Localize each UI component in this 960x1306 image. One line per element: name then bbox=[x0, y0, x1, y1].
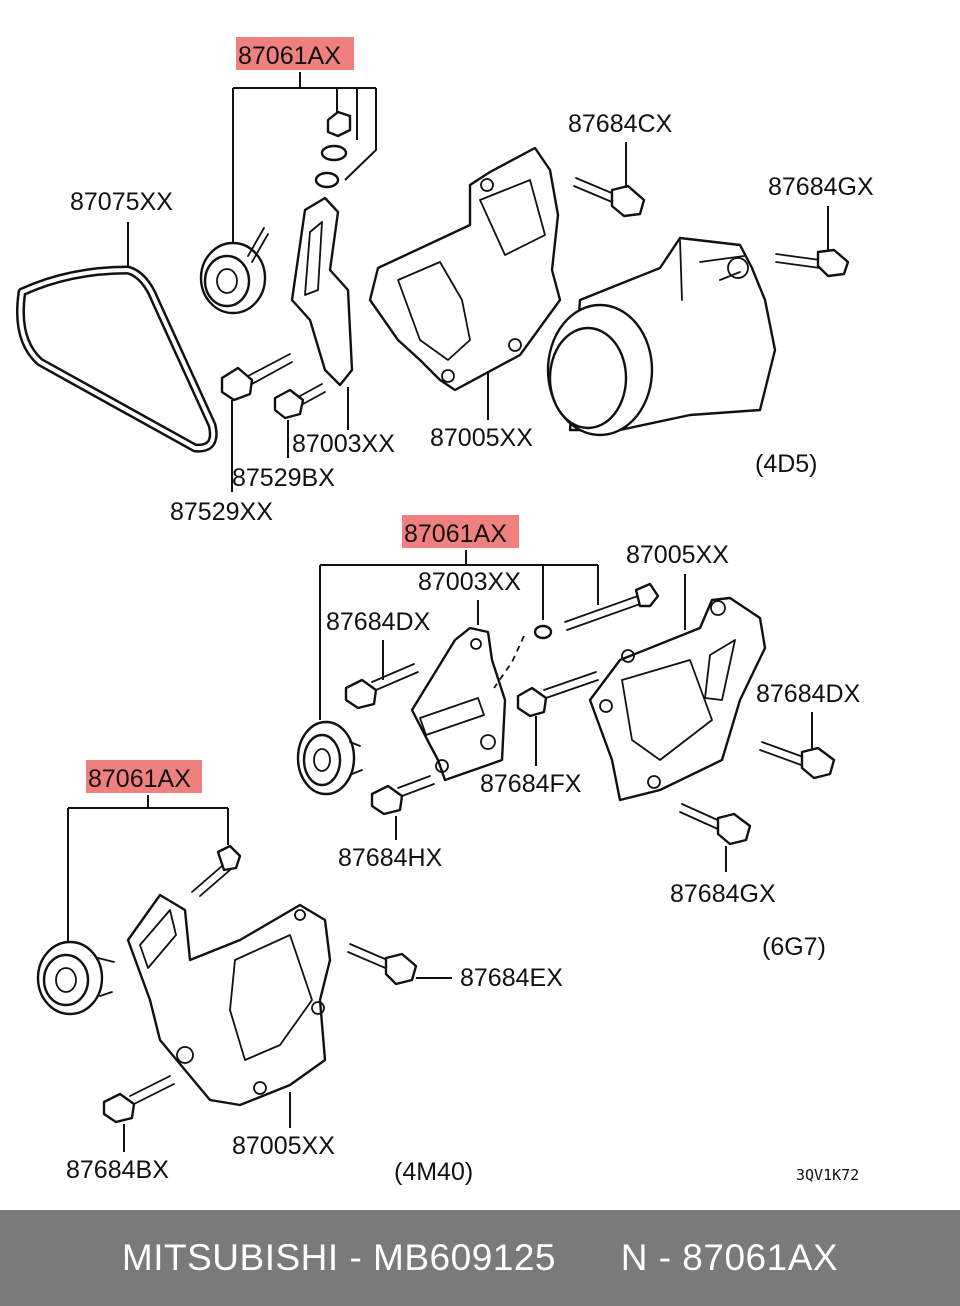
bolt-87684bx bbox=[102, 1075, 175, 1124]
bolt-bottom-label-6g7[interactable]: 87684GX bbox=[670, 880, 776, 908]
bolt-mid-label-6g7[interactable]: 87684FX bbox=[480, 770, 582, 798]
bolt-top-label-4d5[interactable]: 87684CX bbox=[568, 110, 673, 138]
section-4m40: 87061AX 87684EX bbox=[36, 760, 563, 1186]
section-code-4d5: (4D5) bbox=[755, 450, 818, 478]
footer-caption: MITSUBISHI - MB609125 N - 87061AX bbox=[122, 1237, 838, 1279]
arm-label-4d5[interactable]: 87003XX bbox=[292, 430, 395, 458]
bolt-right-label-4d5[interactable]: 87684GX bbox=[768, 173, 874, 201]
section-code-6g7: (6G7) bbox=[762, 933, 826, 961]
drive-belt bbox=[15, 265, 218, 453]
bolt-left-label-6g7[interactable]: 87684DX bbox=[326, 608, 431, 636]
pulley-bolt-label[interactable]: 87529XX bbox=[170, 498, 273, 526]
bracket-label-6g7[interactable]: 87005XX bbox=[626, 541, 729, 569]
arm-bolt-4m40 bbox=[191, 844, 242, 897]
tensioner-pulley-6g7 bbox=[296, 720, 363, 796]
assy-label-4m40[interactable]: 87061AX bbox=[88, 765, 191, 793]
bolt-87684gx-4d5 bbox=[775, 248, 850, 278]
bracket-6g7 bbox=[588, 596, 767, 802]
bracket-4d5 bbox=[368, 146, 562, 392]
bolt-right-label-4m40[interactable]: 87684EX bbox=[460, 964, 563, 992]
drive-belt-inner bbox=[18, 268, 216, 451]
bolt-87684fx bbox=[516, 671, 599, 718]
assy-leader-4m40 bbox=[67, 795, 229, 945]
footer-bar: MITSUBISHI - MB609125 N - 87061AX bbox=[0, 1210, 960, 1306]
bracket-label-4m40[interactable]: 87005XX bbox=[232, 1132, 335, 1160]
assy-label-6g7[interactable]: 87061AX bbox=[404, 520, 507, 548]
assy-highlight-6g7 bbox=[402, 515, 519, 548]
arm-label-6g7[interactable]: 87003XX bbox=[418, 568, 521, 596]
bolt-87684dx-right bbox=[759, 741, 836, 780]
bolt-87684dx-left bbox=[344, 663, 419, 710]
tensioner-pulley-4d5 bbox=[199, 227, 269, 315]
tensioner-pulley-4m40 bbox=[36, 940, 115, 1016]
assy-label-4d5[interactable]: 87061AX bbox=[238, 42, 341, 70]
bolt-right-label-6g7[interactable]: 87684DX bbox=[756, 680, 861, 708]
bolt-87684gx-6g7 bbox=[679, 803, 752, 846]
small-bolt-label[interactable]: 87529BX bbox=[232, 464, 335, 492]
section-4d5: 87061AX 87075XX 87003XX 875 bbox=[15, 37, 874, 526]
footer-brand: MITSUBISHI - MB609125 bbox=[121, 1237, 557, 1278]
bolt-87684hx bbox=[370, 775, 435, 816]
long-bolt-6g7 bbox=[564, 582, 660, 631]
bracket-4m40 bbox=[126, 893, 332, 1107]
bolt-lower-label-6g7[interactable]: 87684HX bbox=[338, 844, 443, 872]
parts-diagram: 87061AX 87075XX 87003XX 875 bbox=[15, 37, 874, 1186]
bolt-87684ex bbox=[347, 943, 418, 986]
section-6g7: 87061AX 87005XX 87003XX 87684DX bbox=[296, 515, 861, 961]
bolt-left-label-4m40[interactable]: 87684BX bbox=[66, 1156, 169, 1184]
bolt-87684cx bbox=[573, 177, 646, 218]
nut-stack bbox=[314, 110, 352, 189]
assy-highlight-4d5 bbox=[236, 37, 354, 70]
assy-leader-6g7 bbox=[319, 550, 599, 720]
bracket-label-4d5[interactable]: 87005XX bbox=[430, 424, 533, 452]
assy-highlight-4m40 bbox=[86, 760, 202, 793]
drawing-code: 3QV1K72 bbox=[796, 1166, 859, 1184]
pulley-bolt-4d5 bbox=[220, 353, 293, 402]
footer-part: N - 87061AX bbox=[620, 1237, 839, 1278]
small-bolt-4d5 bbox=[273, 383, 326, 420]
ac-compressor bbox=[546, 236, 777, 437]
assy-leader-4d5 bbox=[232, 72, 377, 245]
arm-4d5 bbox=[290, 196, 354, 387]
section-code-4m40: (4M40) bbox=[394, 1158, 473, 1186]
belt-label[interactable]: 87075XX bbox=[70, 188, 173, 216]
